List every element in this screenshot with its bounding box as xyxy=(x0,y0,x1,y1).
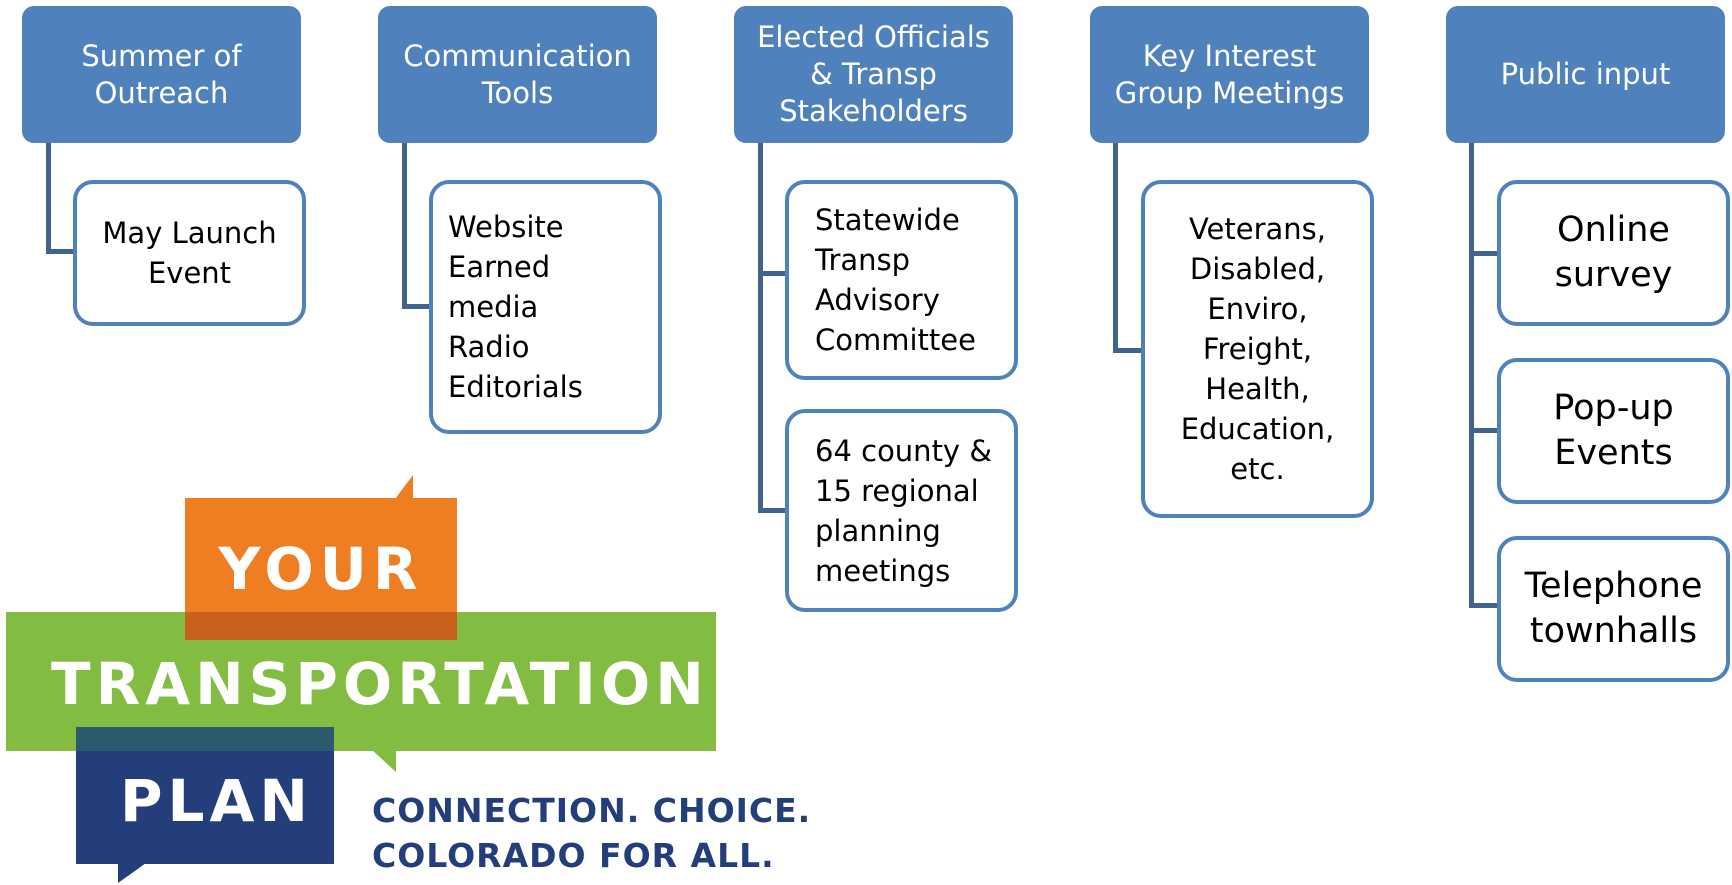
box-line: Advisory xyxy=(815,283,940,317)
box-line: Health, xyxy=(1205,372,1310,406)
header-line: Outreach xyxy=(94,75,229,110)
box-line: Event xyxy=(147,256,232,290)
box-line: Committee xyxy=(815,323,976,357)
box-line: Veterans, xyxy=(1188,212,1327,246)
box-line: Editorials xyxy=(448,370,583,404)
box-line: Education, xyxy=(1180,412,1335,446)
box-line: Telephone xyxy=(1524,566,1703,606)
connector xyxy=(758,508,788,513)
connector xyxy=(758,271,788,276)
box-may-launch-event: May Launch Event xyxy=(73,180,306,326)
box-line: meetings xyxy=(815,553,951,588)
box-line: Freight, xyxy=(1202,332,1313,366)
logo-green-tail xyxy=(372,750,396,772)
box-line: 15 regional xyxy=(815,473,979,508)
box-line: townhalls xyxy=(1529,611,1698,651)
box-statewide-advisory-committee: Statewide Transp Advisory Committee xyxy=(785,180,1018,380)
box-line: Statewide xyxy=(815,203,960,237)
connector xyxy=(1113,143,1118,353)
box-line: Enviro, xyxy=(1207,292,1308,326)
box-line: survey xyxy=(1554,255,1673,295)
logo-orange-tab xyxy=(395,475,413,499)
logo-word-your: YOUR xyxy=(218,535,424,603)
header-line: Public input xyxy=(1500,57,1671,91)
connector xyxy=(1469,251,1499,256)
logo-word-transportation: TRANSPORTATION xyxy=(51,650,709,718)
header-line: & Transp xyxy=(810,57,937,91)
box-line: Online xyxy=(1557,210,1670,250)
header-line: Group Meetings xyxy=(1114,75,1345,110)
logo-overlap-shade xyxy=(76,727,334,751)
box-line: Earned xyxy=(448,250,551,284)
connector xyxy=(1469,603,1499,608)
box-line: Disabled, xyxy=(1189,252,1326,286)
box-line: Transp xyxy=(815,243,911,277)
logo-navy-tail xyxy=(118,863,146,883)
box-pop-up-events: Pop-up Events xyxy=(1497,358,1730,504)
box-line: Radio xyxy=(448,330,530,364)
box-line: planning xyxy=(815,513,941,548)
connector xyxy=(1469,428,1499,433)
box-planning-meetings: 64 county & 15 regional planning meeting… xyxy=(785,409,1018,612)
connector xyxy=(402,143,407,308)
connector xyxy=(1113,348,1143,353)
box-telephone-townhalls: Telephone townhalls xyxy=(1497,536,1730,682)
box-line: etc. xyxy=(1230,452,1285,486)
box-line: media xyxy=(448,290,539,324)
header-summer-of-outreach: Summer of Outreach xyxy=(22,6,301,143)
header-line: Summer of xyxy=(81,38,242,73)
header-line: Tools xyxy=(481,75,554,110)
box-communication-channels: Website Earned media Radio Editorials xyxy=(429,180,662,434)
header-line: Key Interest xyxy=(1142,38,1317,73)
box-interest-groups-list: Veterans, Disabled, Enviro, Freight, Hea… xyxy=(1141,180,1374,518)
header-line: Elected Officials xyxy=(757,20,990,54)
header-communication-tools: Communication Tools xyxy=(378,6,657,143)
logo-overlap-shade xyxy=(185,612,457,640)
connector xyxy=(758,143,763,513)
header-line: Communication xyxy=(403,38,632,73)
header-line: Stakeholders xyxy=(779,94,968,128)
box-line: Pop-up xyxy=(1553,388,1674,428)
box-line: May Launch xyxy=(102,216,277,250)
logo-word-plan: PLAN xyxy=(120,767,313,835)
logo-tagline: CONNECTION. CHOICE. COLORADO FOR ALL. xyxy=(372,788,811,878)
connector xyxy=(46,143,51,253)
connector xyxy=(46,249,76,254)
box-line: Events xyxy=(1554,433,1673,473)
box-line: 64 county & xyxy=(815,433,992,468)
connector xyxy=(1469,143,1474,608)
box-line: Website xyxy=(448,210,564,244)
header-key-interest-groups: Key Interest Group Meetings xyxy=(1090,6,1369,143)
box-online-survey: Online survey xyxy=(1497,180,1730,326)
connector xyxy=(402,304,432,309)
header-elected-officials: Elected Officials & Transp Stakeholders xyxy=(734,6,1013,143)
tagline-line: CONNECTION. CHOICE. xyxy=(372,791,812,830)
header-public-input: Public input xyxy=(1446,6,1725,143)
tagline-line: COLORADO FOR ALL. xyxy=(372,836,775,875)
